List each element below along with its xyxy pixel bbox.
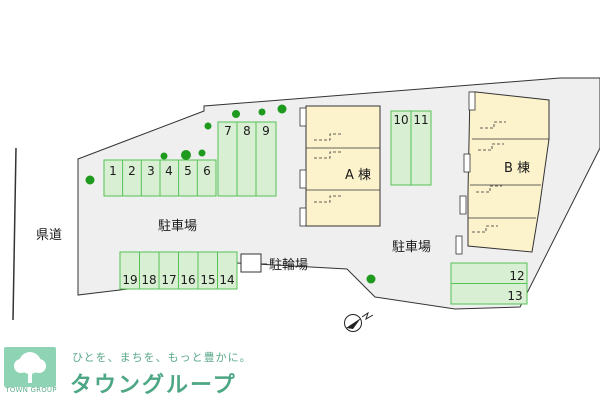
space-4: 4 xyxy=(165,164,173,178)
tree-icon xyxy=(181,150,191,160)
tree-icon xyxy=(232,110,240,118)
space-3: 3 xyxy=(147,164,155,178)
space-11: 11 xyxy=(413,113,428,127)
space-10: 10 xyxy=(393,113,408,127)
space-5: 5 xyxy=(184,164,192,178)
tree-icon xyxy=(277,104,287,114)
parking-row-bottom xyxy=(119,251,238,290)
space-18: 18 xyxy=(141,273,156,287)
building-a xyxy=(299,105,381,227)
space-17: 17 xyxy=(161,273,176,287)
space-6: 6 xyxy=(203,164,211,178)
parking-pair-10-11 xyxy=(390,110,432,186)
building-b xyxy=(455,91,550,255)
space-7: 7 xyxy=(224,124,232,138)
tree-logo-icon xyxy=(4,347,56,397)
tree-icon xyxy=(160,152,168,160)
space-9: 9 xyxy=(262,124,270,138)
space-12: 12 xyxy=(509,269,524,283)
tree-icon xyxy=(366,274,376,284)
building-a-label: A 棟 xyxy=(345,168,371,183)
logo-label: TOWN GROUP xyxy=(5,386,57,394)
tree-icon xyxy=(198,149,206,157)
building-b-label: B 棟 xyxy=(504,161,530,176)
road-label: 県道 xyxy=(36,228,62,243)
parking-block-7-9 xyxy=(217,121,277,197)
tree-icon xyxy=(85,175,95,185)
brand-name: タウングループ xyxy=(70,373,237,398)
tree-icon xyxy=(204,122,212,130)
space-2: 2 xyxy=(128,164,136,178)
parking-label-left: 駐車場 xyxy=(158,219,197,234)
parking-row-top xyxy=(103,159,217,197)
space-8: 8 xyxy=(243,124,251,138)
space-19: 19 xyxy=(122,273,137,287)
space-14: 14 xyxy=(219,273,234,287)
space-1: 1 xyxy=(109,164,117,178)
trees xyxy=(85,104,376,284)
space-16: 16 xyxy=(180,273,195,287)
space-15: 15 xyxy=(200,273,215,287)
tree-icon xyxy=(258,108,266,116)
parking-pair-12-13 xyxy=(450,262,528,305)
parking-label-right: 駐車場 xyxy=(392,240,431,255)
tagline: ひとを、まちを、もっと豊かに。 xyxy=(72,351,252,364)
north-arrow-icon xyxy=(344,311,374,332)
bicycle-parking-label: 駐輪場 xyxy=(269,257,308,273)
road-edge-line xyxy=(12,147,17,321)
space-13: 13 xyxy=(507,289,522,303)
bicycle-parking-box xyxy=(240,253,262,273)
